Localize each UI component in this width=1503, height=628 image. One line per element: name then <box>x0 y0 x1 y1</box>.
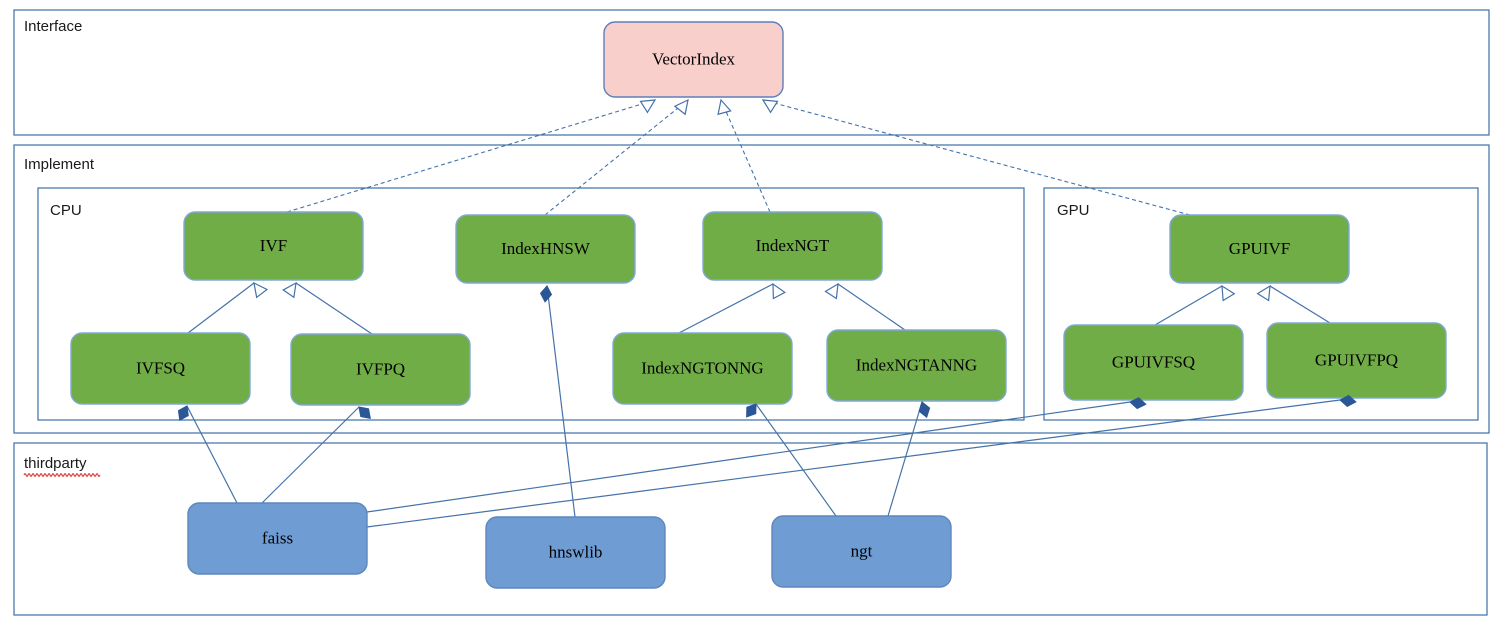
edge-gpuivf-vectorindex <box>762 99 1191 216</box>
arrowhead-gpuivfpq-gpuivf <box>1256 284 1271 302</box>
node-indexngtonng[interactable]: IndexNGTONNG <box>612 332 793 405</box>
edge-ivfsq-ivf <box>187 282 255 334</box>
node-box-vectorindex[interactable] <box>603 21 784 98</box>
edge-indexhnsw-vectorindex <box>544 99 689 216</box>
group-label-cpu: CPU <box>50 202 82 219</box>
node-gpuivfpq[interactable]: GPUIVFPQ <box>1266 322 1447 399</box>
arrowhead-ngt-indexngtanng <box>918 401 931 419</box>
edge-gpuivfpq-gpuivf <box>1269 285 1331 324</box>
edge-ivfpq-ivf <box>295 282 373 335</box>
edge-indexngt-vectorindex <box>720 99 771 213</box>
edge-ngt-indexngtonng <box>755 403 837 517</box>
node-box-ivfpq[interactable] <box>290 333 471 406</box>
edge-indexngtonng-indexngt <box>678 283 774 334</box>
node-vectorindex[interactable]: VectorIndex <box>603 21 784 98</box>
arrowhead-hnswlib-indexhnsw <box>539 285 553 303</box>
node-ngt[interactable]: ngt <box>771 515 952 588</box>
group-label-thirdparty: thirdparty <box>24 455 87 472</box>
arrowhead-gpuivf-vectorindex <box>761 99 779 114</box>
node-label-faiss: faiss <box>262 528 293 547</box>
node-box-indexngt[interactable] <box>702 211 883 281</box>
node-hnswlib[interactable]: hnswlib <box>485 516 666 589</box>
node-label-ngt: ngt <box>851 541 873 560</box>
node-ivfpq[interactable]: IVFPQ <box>290 333 471 406</box>
arrowhead-gpuivfsq-gpuivf <box>1221 284 1236 302</box>
node-box-gpuivfsq[interactable] <box>1063 324 1244 401</box>
node-label-gpuivfpq: GPUIVFPQ <box>1315 350 1398 369</box>
node-box-ivfsq[interactable] <box>70 332 251 405</box>
node-box-faiss[interactable] <box>187 502 368 575</box>
node-box-ivf[interactable] <box>183 211 364 281</box>
node-gpuivf[interactable]: GPUIVF <box>1169 214 1350 284</box>
node-ivf[interactable]: IVF <box>183 211 364 281</box>
node-label-ivfsq: IVFSQ <box>136 358 185 377</box>
arrowheads-layer <box>177 98 1357 422</box>
node-gpuivfsq[interactable]: GPUIVFSQ <box>1063 324 1244 401</box>
arrowhead-ivf-vectorindex <box>639 99 657 114</box>
node-label-gpuivf: GPUIVF <box>1229 239 1290 258</box>
edges-layer <box>186 99 1341 528</box>
edge-ngt-indexngtanng <box>887 401 923 517</box>
arrowhead-ivfsq-ivf <box>253 281 269 299</box>
arrowhead-faiss-gpuivfpq <box>1339 394 1357 408</box>
arrowhead-faiss-ivfpq <box>358 406 371 419</box>
node-label-ivf: IVF <box>260 236 287 255</box>
node-label-gpuivfsq: GPUIVFSQ <box>1112 352 1195 371</box>
arrowhead-faiss-gpuivfsq <box>1129 397 1147 410</box>
node-ivfsq[interactable]: IVFSQ <box>70 332 251 405</box>
node-box-gpuivf[interactable] <box>1169 214 1350 284</box>
node-indexngt[interactable]: IndexNGT <box>702 211 883 281</box>
edge-gpuivfsq-gpuivf <box>1154 285 1223 326</box>
node-faiss[interactable]: faiss <box>187 502 368 575</box>
group-label-gpu: GPU <box>1057 202 1090 219</box>
node-indexngtanng[interactable]: IndexNGTANNG <box>826 329 1007 402</box>
edge-hnswlib-indexhnsw <box>546 285 576 518</box>
arrowhead-indexngtonng-indexngt <box>772 282 786 300</box>
group-label-interface: Interface <box>24 18 82 35</box>
edge-faiss-gpuivfsq <box>366 401 1131 513</box>
edge-faiss-ivfsq <box>186 405 238 504</box>
node-label-vectorindex: VectorIndex <box>652 49 736 68</box>
edge-faiss-gpuivfpq <box>366 399 1341 528</box>
node-label-indexngtanng: IndexNGTANNG <box>856 355 977 374</box>
node-label-ivfpq: IVFPQ <box>356 359 405 378</box>
edge-faiss-ivfpq <box>261 406 360 504</box>
spellcheck-underline-thirdparty <box>23 473 101 477</box>
node-box-indexngtanng[interactable] <box>826 329 1007 402</box>
node-box-indexhnsw[interactable] <box>455 214 636 284</box>
arrowhead-indexngtanng-indexngt <box>824 282 839 300</box>
arrowhead-faiss-ivfsq <box>177 405 189 422</box>
arrowhead-ivfpq-ivf <box>282 281 297 299</box>
node-indexhnsw[interactable]: IndexHNSW <box>455 214 636 284</box>
edge-ivf-vectorindex <box>286 99 656 213</box>
node-box-gpuivfpq[interactable] <box>1266 322 1447 399</box>
node-box-ngt[interactable] <box>771 515 952 588</box>
node-label-indexngt: IndexNGT <box>756 236 830 255</box>
arrowhead-indexhnsw-vectorindex <box>673 98 689 116</box>
group-label-implement: Implement <box>24 156 95 173</box>
node-label-indexngtonng: IndexNGTONNG <box>641 358 763 377</box>
node-label-hnswlib: hnswlib <box>549 542 603 561</box>
edge-indexngtanng-indexngt <box>837 283 906 331</box>
arrowhead-indexngt-vectorindex <box>717 98 732 116</box>
arrowhead-ngt-indexngtonng <box>746 403 757 418</box>
node-box-indexngtonng[interactable] <box>612 332 793 405</box>
node-box-hnswlib[interactable] <box>485 516 666 589</box>
node-label-indexhnsw: IndexHNSW <box>501 239 591 258</box>
